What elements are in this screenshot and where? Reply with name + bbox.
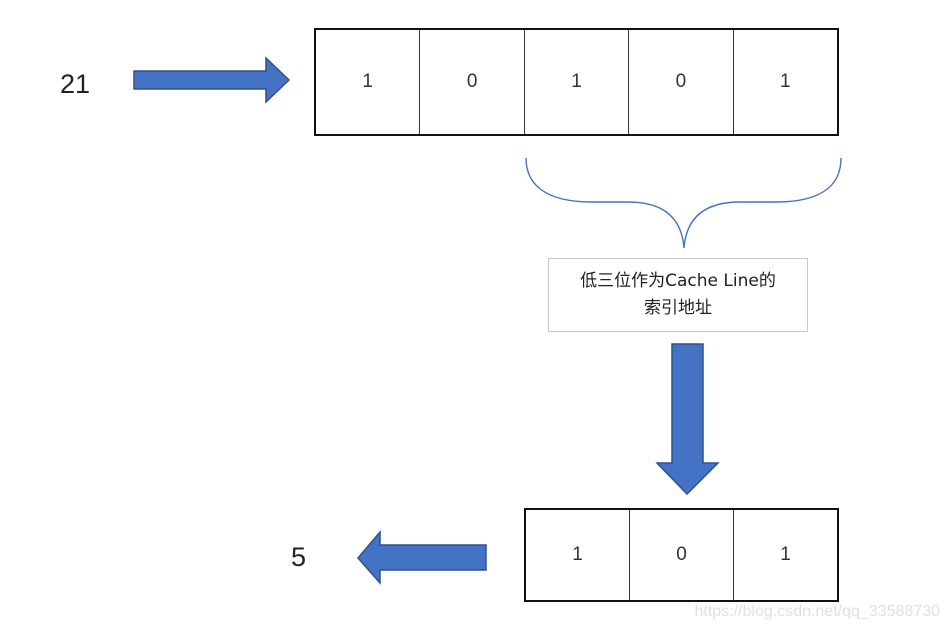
input-bit-cell: 0 bbox=[628, 30, 732, 134]
output-bit-cell: 0 bbox=[629, 510, 733, 600]
watermark-text: https://blog.csdn.net/qq_33588730 bbox=[694, 603, 940, 620]
input-bit-cell: 1 bbox=[732, 30, 837, 134]
annotation-line-1: 低三位作为Cache Line的 bbox=[580, 271, 776, 291]
down-arrow-icon bbox=[655, 343, 720, 496]
output-bit-register: 1 0 1 bbox=[524, 508, 839, 602]
output-bit-cell: 1 bbox=[733, 510, 837, 600]
output-decimal-label: 5 bbox=[291, 542, 307, 572]
input-decimal-label: 21 bbox=[60, 69, 91, 99]
left-arrow-icon bbox=[357, 529, 487, 585]
curly-brace-icon bbox=[525, 157, 842, 249]
input-bit-cell: 1 bbox=[362, 71, 373, 92]
input-bit-cell: 0 bbox=[419, 30, 523, 134]
annotation-note-box: 低三位作为Cache Line的 索引地址 bbox=[548, 258, 808, 332]
output-bit-cell: 1 bbox=[572, 544, 583, 565]
right-arrow-icon bbox=[133, 56, 291, 104]
annotation-line-2: 索引地址 bbox=[644, 298, 712, 318]
input-bit-register: 1 0 1 0 1 bbox=[314, 28, 839, 136]
input-bit-cell: 1 bbox=[523, 30, 628, 134]
